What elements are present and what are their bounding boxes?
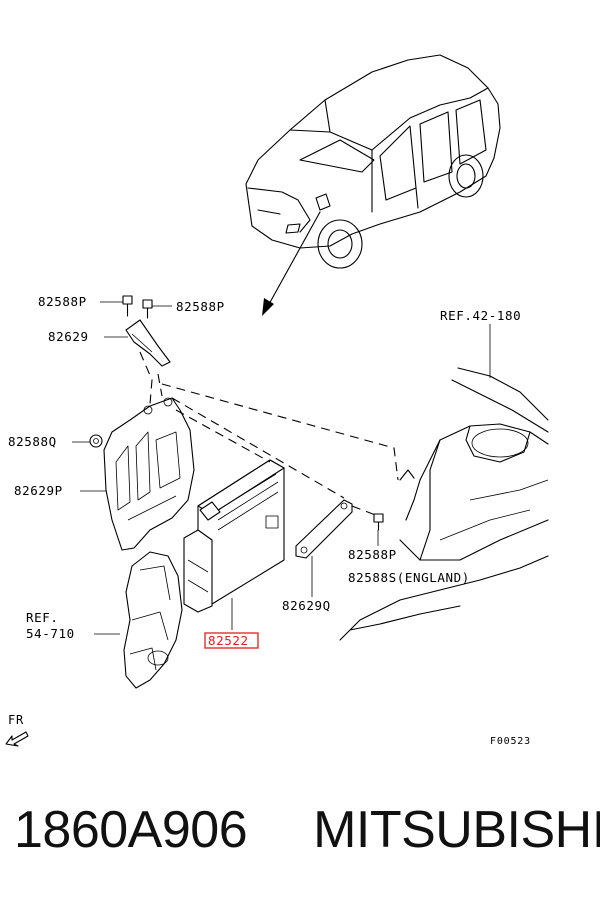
brand-name: MITSUBISHI xyxy=(313,801,600,859)
part-caption: 1860A906 MITSUBISHI xyxy=(14,800,600,860)
label-82629: 82629 xyxy=(48,329,89,344)
label-82588p-right: 82588P xyxy=(348,547,397,562)
figure-code: F00523 xyxy=(490,736,531,747)
bolt-82588p-left xyxy=(122,295,133,317)
front-direction-indicator: FR xyxy=(5,713,29,747)
highlight-box-82522 xyxy=(204,632,259,649)
bolt-82588p-right xyxy=(142,299,153,319)
label-82629p: 82629P xyxy=(14,483,63,498)
front-arrow-icon xyxy=(5,731,29,747)
label-82588p-top-right: 82588P xyxy=(176,299,225,314)
label-fr: FR xyxy=(8,713,24,727)
nut-82588q xyxy=(89,434,103,448)
duct-ref-54-710 xyxy=(123,551,183,689)
part-number: 1860A906 xyxy=(14,801,248,859)
bracket-82629q xyxy=(295,499,353,559)
relation-lines xyxy=(139,351,399,517)
body-section-ref-42-180 xyxy=(339,367,549,641)
label-ref-42-180: REF.42-180 xyxy=(440,308,521,323)
label-ref-54-710-line2: 54-710 xyxy=(26,626,75,641)
bracket-82629 xyxy=(125,319,171,367)
label-82522: 82522 xyxy=(208,633,249,648)
label-82588s-england: 82588S(ENGLAND) xyxy=(348,570,470,585)
label-82588q: 82588Q xyxy=(8,434,57,449)
bolt-82588p-82588s xyxy=(373,513,384,531)
location-arrow xyxy=(262,211,321,316)
ecu-82522 xyxy=(183,459,285,613)
bracket-82629p xyxy=(103,397,195,551)
vehicle-illustration xyxy=(245,54,501,269)
parts-diagram: 82588P 82588P 82629 82588Q 82629P REF. 5… xyxy=(5,54,549,747)
label-82629q: 82629Q xyxy=(282,598,331,613)
label-82588p-top-left: 82588P xyxy=(38,294,87,309)
leader-lines xyxy=(72,301,491,635)
label-ref-54-710-line1: REF. xyxy=(26,610,59,625)
